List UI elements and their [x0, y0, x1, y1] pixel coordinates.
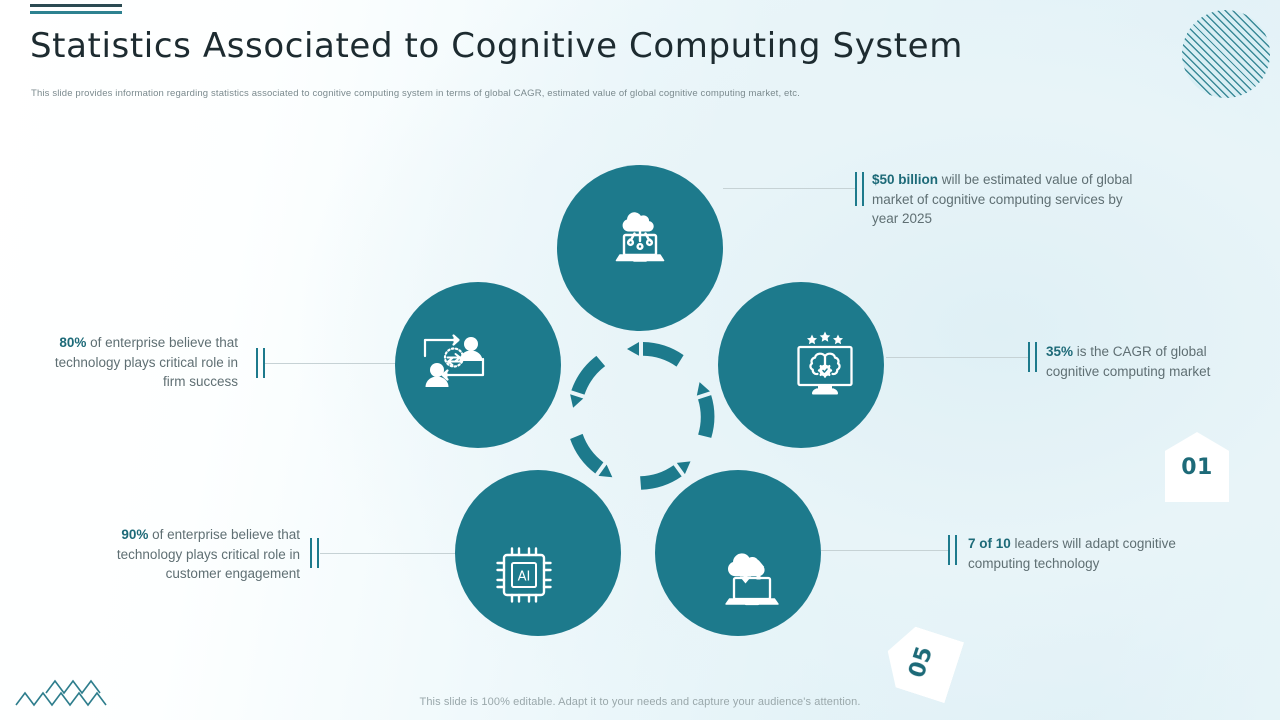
connector-line-05 [265, 363, 397, 364]
callout-body-01: will be estimated value of global market… [872, 172, 1133, 227]
callout-highlight-04: 90% [121, 527, 149, 542]
page-title: Statistics Associated to Cognitive Compu… [30, 26, 963, 66]
cloud-sync-laptop-icon [715, 538, 789, 612]
connector-line-04 [320, 553, 457, 554]
callout-marker-02 [1028, 342, 1037, 372]
page-subtitle: This slide provides information regardin… [31, 88, 800, 99]
diagram-node-03[interactable]: 03 [655, 470, 821, 636]
callout-text-03: 7 of 10 leaders will adapt cognitive com… [968, 534, 1223, 573]
callout-marker-05 [256, 348, 265, 378]
callout-highlight-02: 35% [1046, 344, 1074, 359]
callout-text-05: 80% of enterprise believe that technolog… [52, 333, 238, 392]
callout-text-04: 90% of enterprise believe that technolog… [78, 525, 300, 584]
diagram-node-01[interactable]: 01 [557, 165, 1229, 502]
brain-monitor-icon [788, 328, 862, 402]
callout-marker-04 [310, 538, 319, 568]
callout-body-03: leaders will adapt cognitive computing t… [968, 536, 1176, 571]
diagram-node-04[interactable]: AI 04 [455, 470, 621, 636]
cloud-laptop-icon [603, 197, 677, 271]
hatched-circle-decoration [1182, 10, 1270, 98]
connector-line-01 [723, 188, 855, 189]
callout-highlight-03: 7 of 10 [968, 536, 1011, 551]
svg-text:AI: AI [518, 570, 531, 585]
callout-highlight-01: $50 billion [872, 172, 939, 187]
people-exchange-icon [417, 328, 491, 402]
callout-marker-03 [948, 535, 957, 565]
connector-line-03 [821, 550, 948, 551]
rule-teal [30, 11, 122, 14]
diagram-node-05[interactable]: 05 [395, 282, 561, 448]
node-badge-01: 01 [1165, 432, 1229, 502]
diagram-node-02[interactable]: 02 [718, 282, 884, 448]
callout-text-01: $50 billion will be estimated value of g… [872, 170, 1152, 229]
node-number-05: 05 [904, 643, 938, 681]
callout-body-02: is the CAGR of global cognitive computin… [1046, 344, 1211, 379]
callout-body-04: of enterprise believe that technology pl… [116, 527, 300, 582]
ai-chip-icon: AI [487, 538, 561, 612]
node-badge-05: 05 [878, 621, 964, 703]
zigzag-decoration [8, 665, 138, 712]
callout-marker-01 [855, 172, 864, 206]
footer-note: This slide is 100% editable. Adapt it to… [419, 696, 861, 708]
circular-arrows-ring-icon [553, 328, 728, 503]
connector-line-02 [886, 357, 1028, 358]
top-left-rule-decoration [30, 4, 122, 14]
rule-dark [30, 4, 122, 7]
callout-text-02: 35% is the CAGR of global cognitive comp… [1046, 342, 1261, 381]
callout-body-05: of enterprise believe that technology pl… [54, 335, 238, 390]
callout-highlight-05: 80% [59, 335, 87, 350]
node-number-01: 01 [1181, 454, 1213, 480]
